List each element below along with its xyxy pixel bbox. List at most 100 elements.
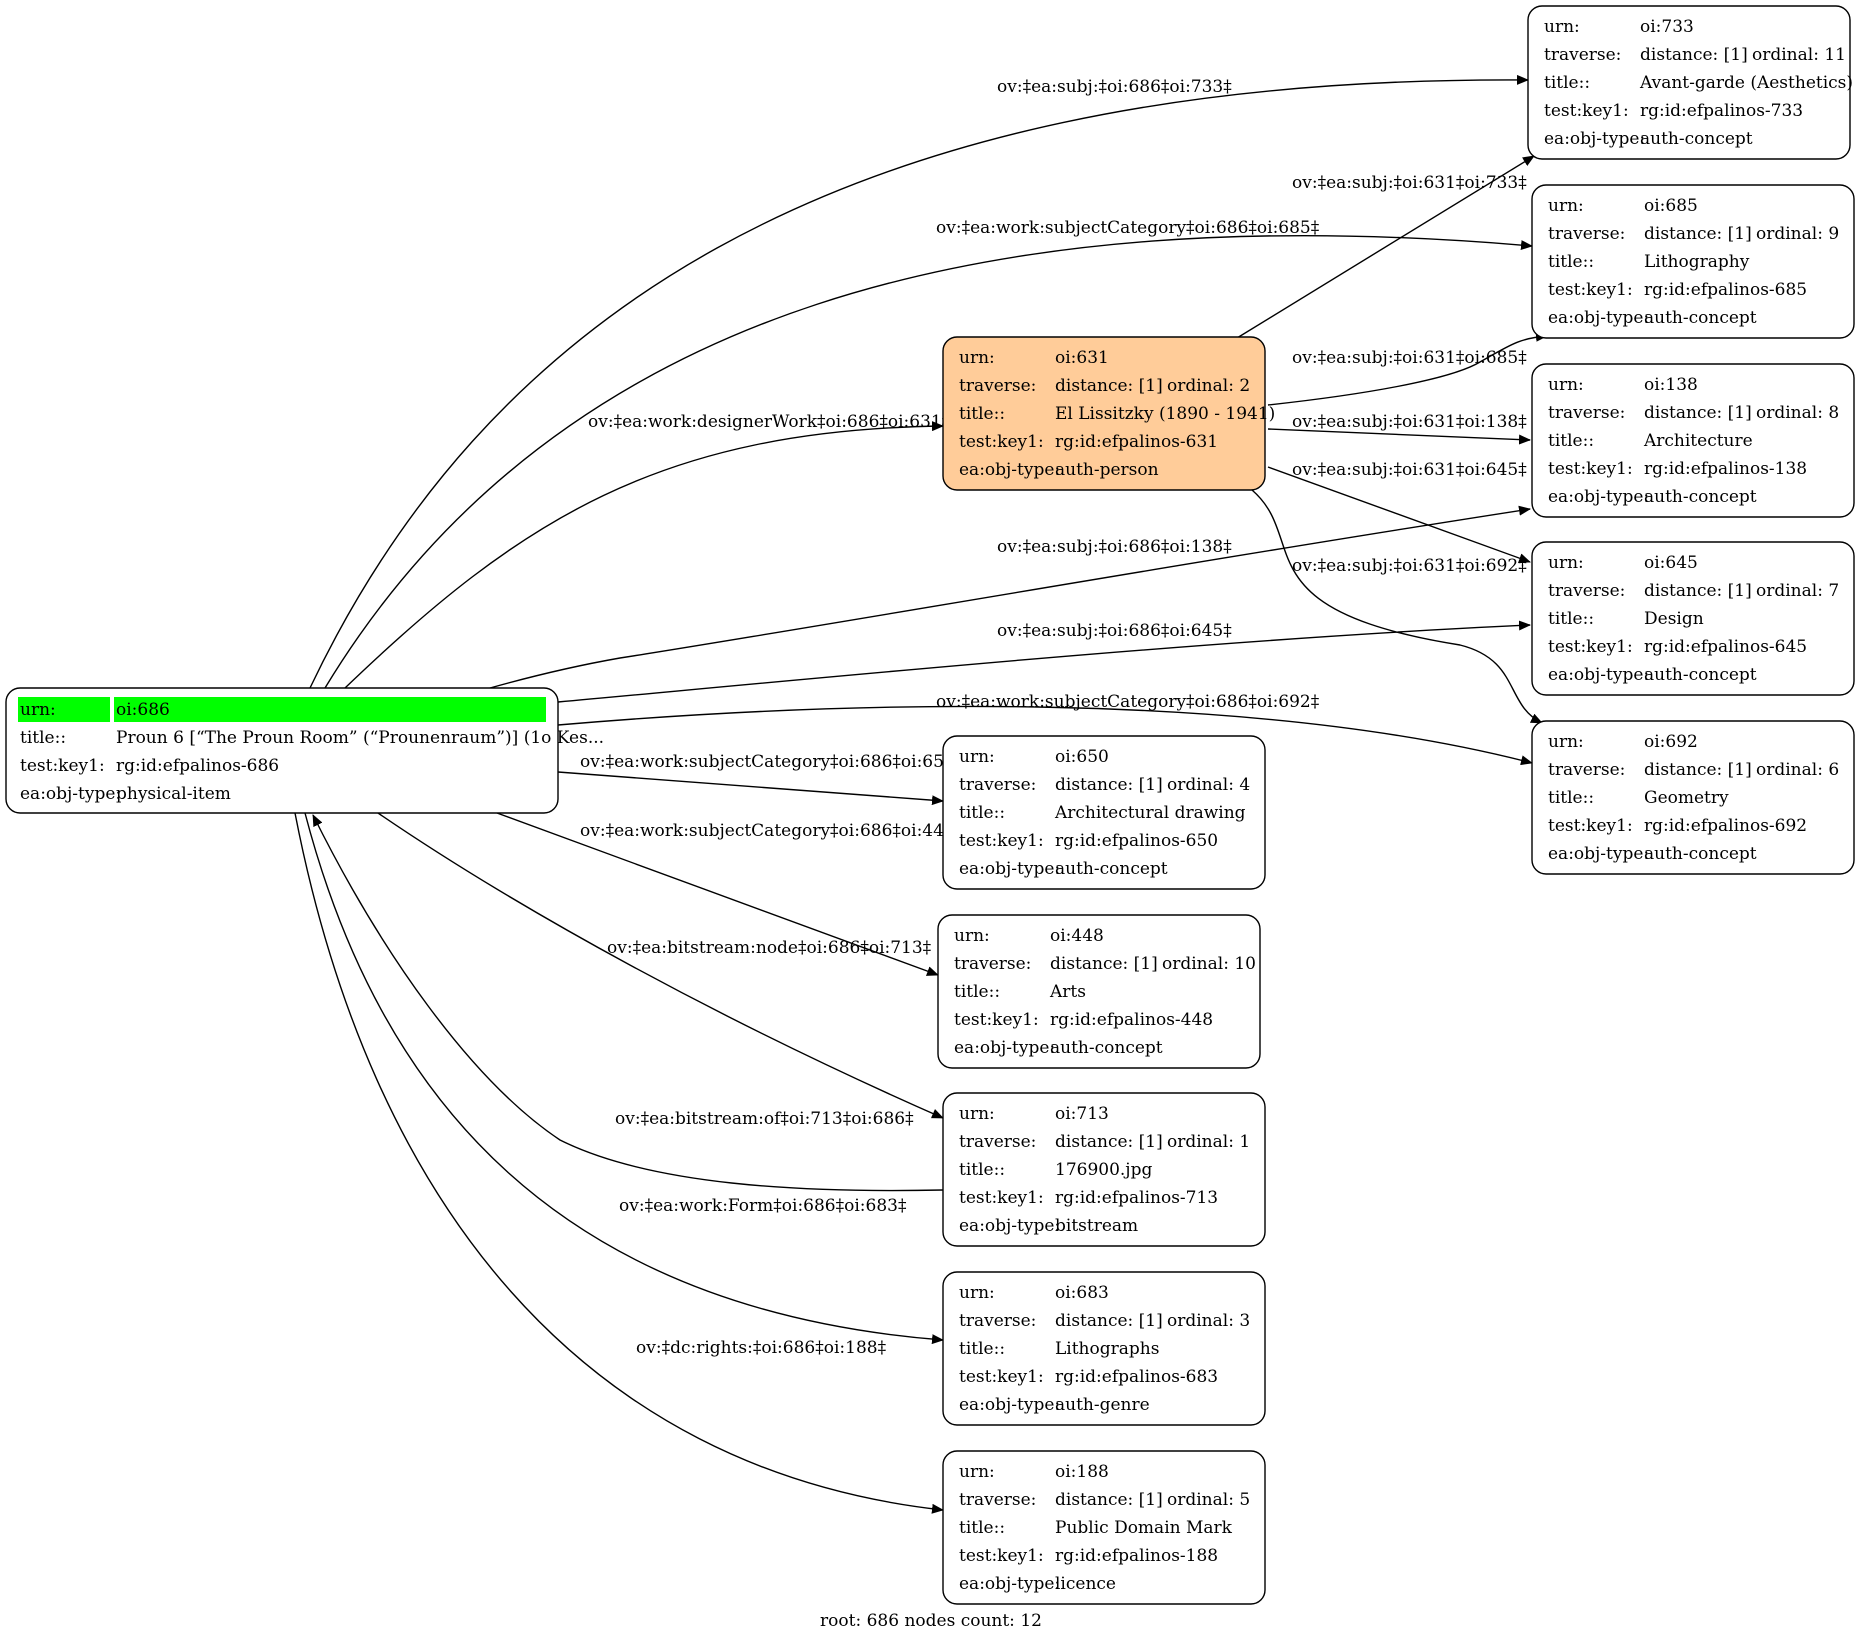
row-key: urn: bbox=[954, 926, 990, 946]
row-key: test:key1: bbox=[1544, 101, 1629, 121]
row-value: Proun 6 [“The Proun Room” (“Prounenraum”… bbox=[116, 728, 604, 748]
obj-type-value: auth-concept bbox=[1055, 859, 1168, 879]
urn-value: oi:138 bbox=[1644, 375, 1698, 395]
urn-value: oi:692 bbox=[1644, 732, 1698, 752]
row-key: test:key1: bbox=[959, 1546, 1044, 1566]
edge-label: ov:‡ea:work:subjectCategory‡oi:686‡oi:69… bbox=[936, 692, 1320, 712]
obj-type-value: auth-genre bbox=[1055, 1395, 1150, 1415]
row-key: urn: bbox=[959, 1283, 995, 1303]
ordinal-value: ordinal: 5 bbox=[1167, 1490, 1250, 1510]
key1-value: rg:id:efpalinos-685 bbox=[1644, 280, 1807, 300]
row-key: title:: bbox=[954, 982, 1000, 1002]
node-root-686[interactable]: urn: oi:686 title:: Proun 6 [“The Proun … bbox=[5, 687, 604, 814]
row-key: test:key1: bbox=[1548, 637, 1633, 657]
edge-686-631 bbox=[344, 421, 944, 689]
row-value: oi:686 bbox=[116, 700, 170, 720]
row-key: test:key1: bbox=[959, 432, 1044, 452]
ordinal-value: ordinal: 11 bbox=[1752, 45, 1846, 65]
title-value: 176900.jpg bbox=[1055, 1160, 1152, 1180]
urn-value: oi:685 bbox=[1644, 196, 1698, 216]
obj-type-value: auth-concept bbox=[1644, 308, 1757, 328]
edge-label: ov:‡ea:subj:‡oi:631‡oi:138‡ bbox=[1292, 412, 1527, 432]
distance-value: distance: [1] bbox=[1644, 581, 1752, 601]
edge-label: ov:‡ea:subj:‡oi:686‡oi:138‡ bbox=[997, 537, 1232, 557]
row-key: traverse: bbox=[1548, 403, 1625, 423]
node-box bbox=[942, 1092, 1266, 1247]
urn-value: oi:631 bbox=[1055, 348, 1109, 368]
key1-value: rg:id:efpalinos-645 bbox=[1644, 637, 1807, 657]
edge-label: ov:‡ea:subj:‡oi:631‡oi:645‡ bbox=[1292, 460, 1527, 480]
urn-value: oi:645 bbox=[1644, 553, 1698, 573]
row-key: ea:obj-type: bbox=[959, 1216, 1060, 1236]
row-key: title:: bbox=[1544, 73, 1590, 93]
row-key: test:key1: bbox=[1548, 816, 1633, 836]
edge-631-733 bbox=[1236, 155, 1535, 339]
edge-686-733 bbox=[309, 74, 1529, 689]
row-key: ea:obj-type: bbox=[1548, 844, 1649, 864]
node-box bbox=[1531, 363, 1855, 518]
edge-label: ov:‡dc:rights:‡oi:686‡oi:188‡ bbox=[636, 1338, 887, 1358]
edge-labels: ov:‡ea:subj:‡oi:686‡oi:733‡ ov:‡ea:subj:… bbox=[580, 77, 1527, 1358]
edge-label: ov:‡ea:work:subjectCategory‡oi:686‡oi:44… bbox=[580, 821, 964, 841]
obj-type-value: auth-person bbox=[1055, 460, 1159, 480]
distance-value: distance: [1] bbox=[1055, 376, 1163, 396]
root-urn-key-highlight bbox=[18, 697, 110, 722]
urn-value: oi:650 bbox=[1055, 747, 1109, 767]
edge-631-138 bbox=[1267, 428, 1531, 445]
row-key: title:: bbox=[20, 728, 66, 748]
obj-type-value: auth-concept bbox=[1640, 129, 1753, 149]
row-key: urn: bbox=[1544, 17, 1580, 37]
obj-type-value: auth-concept bbox=[1050, 1038, 1163, 1058]
urn-value: oi:683 bbox=[1055, 1283, 1109, 1303]
row-key: ea:obj-type: bbox=[959, 859, 1060, 879]
row-key: urn: bbox=[1548, 553, 1584, 573]
node-box bbox=[937, 914, 1261, 1069]
title-value: Lithography bbox=[1644, 252, 1750, 272]
edge-label: ov:‡ea:subj:‡oi:631‡oi:692‡ bbox=[1292, 556, 1527, 576]
row-key: traverse: bbox=[1548, 224, 1625, 244]
edge-label: ov:‡ea:work:Form‡oi:686‡oi:683‡ bbox=[619, 1196, 907, 1216]
row-key: test:key1: bbox=[959, 1188, 1044, 1208]
node-box bbox=[1531, 720, 1855, 875]
row-key: urn: bbox=[1548, 375, 1584, 395]
title-value: Lithographs bbox=[1055, 1339, 1159, 1359]
title-value: Design bbox=[1644, 609, 1704, 629]
edge-686-188 bbox=[294, 812, 944, 1514]
row-key: test:key1: bbox=[1548, 459, 1633, 479]
title-value: El Lissitzky (1890 - 1941) bbox=[1055, 404, 1275, 424]
title-value: Geometry bbox=[1644, 788, 1729, 808]
row-key: ea:obj-type: bbox=[959, 1574, 1060, 1594]
row-key: urn: bbox=[959, 747, 995, 767]
row-key: ea:obj-type: bbox=[954, 1038, 1055, 1058]
node-box bbox=[942, 1271, 1266, 1426]
edge-686-645 bbox=[557, 620, 1531, 703]
key1-value: rg:id:efpalinos-713 bbox=[1055, 1188, 1218, 1208]
distance-value: distance: [1] bbox=[1055, 775, 1163, 795]
edge-686-683 bbox=[304, 812, 944, 1345]
distance-value: distance: [1] bbox=[1640, 45, 1748, 65]
row-value: physical-item bbox=[116, 784, 231, 804]
row-key: ea:obj-type: bbox=[959, 460, 1060, 480]
urn-value: oi:448 bbox=[1050, 926, 1104, 946]
node-box bbox=[942, 1450, 1266, 1605]
row-key: traverse: bbox=[954, 954, 1031, 974]
urn-value: oi:733 bbox=[1640, 17, 1694, 37]
edge-686-448 bbox=[496, 812, 939, 976]
edge-631-645 bbox=[1267, 466, 1531, 563]
key1-value: rg:id:efpalinos-733 bbox=[1640, 101, 1803, 121]
row-key: urn: bbox=[959, 348, 995, 368]
key1-value: rg:id:efpalinos-138 bbox=[1644, 459, 1807, 479]
